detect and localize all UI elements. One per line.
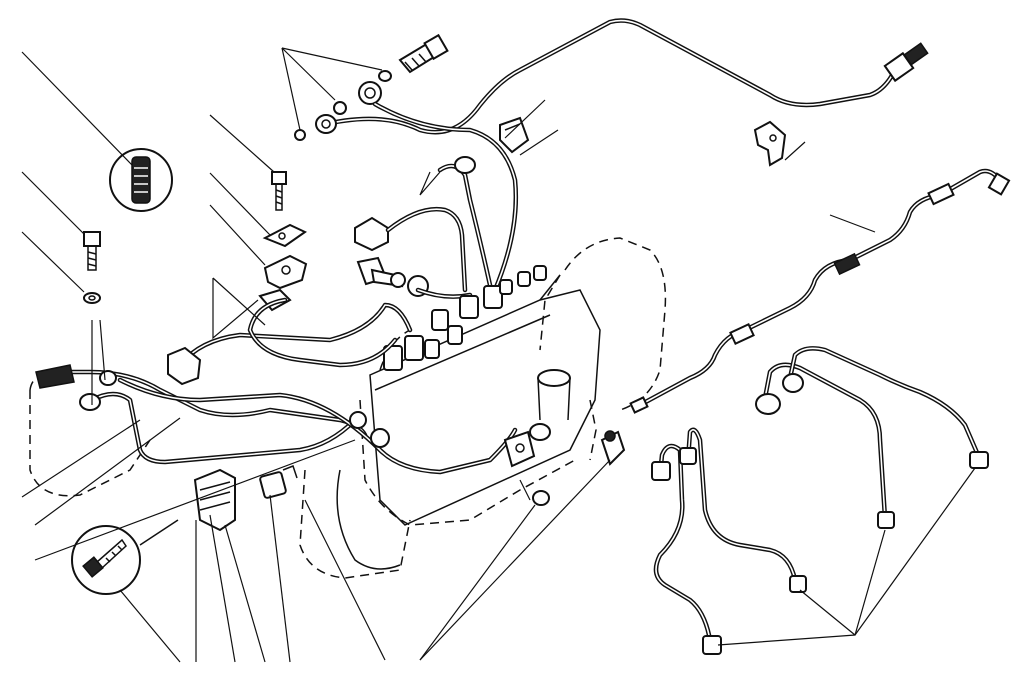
delivery-pipes-left <box>167 297 413 386</box>
delivery-pipe-pair-lower <box>651 427 807 655</box>
hex-bolt-clamp <box>271 171 287 211</box>
p-clip-lower <box>193 468 236 532</box>
sealing-washer-2 <box>333 101 347 115</box>
engine-block-outline <box>29 237 667 579</box>
clamp-half-upper <box>262 223 307 248</box>
hex-bolt-lower <box>259 465 298 499</box>
delivery-valve-holders <box>383 265 547 371</box>
bolt-inset-circle <box>71 519 179 595</box>
pump-cap <box>537 369 571 387</box>
injection-pump-body <box>336 274 601 570</box>
union-nut-middle <box>354 156 493 293</box>
pipe-clamp-upper-mid <box>499 116 530 154</box>
banjo-fitting-left <box>315 114 337 134</box>
pipe-end-nut-top-right <box>883 42 929 83</box>
banjo-bolt-top <box>398 33 449 74</box>
callout-leader-lines <box>21 47 976 663</box>
injector-nozzle-inset <box>109 148 173 212</box>
hex-bolt-left <box>83 231 101 271</box>
clamp-block-lower <box>263 254 308 290</box>
sealing-washer-3 <box>294 129 306 141</box>
pipe-clamp-upper-right <box>753 120 787 167</box>
plain-washer-left <box>83 292 101 304</box>
banjo-bolt-middle <box>356 256 473 299</box>
leak-off-pipe-left <box>35 364 518 475</box>
delivery-pipe-long-top <box>315 18 929 135</box>
delivery-pipe-pair-right <box>755 346 989 529</box>
sealing-washer-1 <box>378 70 392 82</box>
delivery-pipe-right-long <box>629 168 1011 414</box>
return-fitting <box>503 423 626 506</box>
banjo-fitting-top <box>358 81 519 293</box>
